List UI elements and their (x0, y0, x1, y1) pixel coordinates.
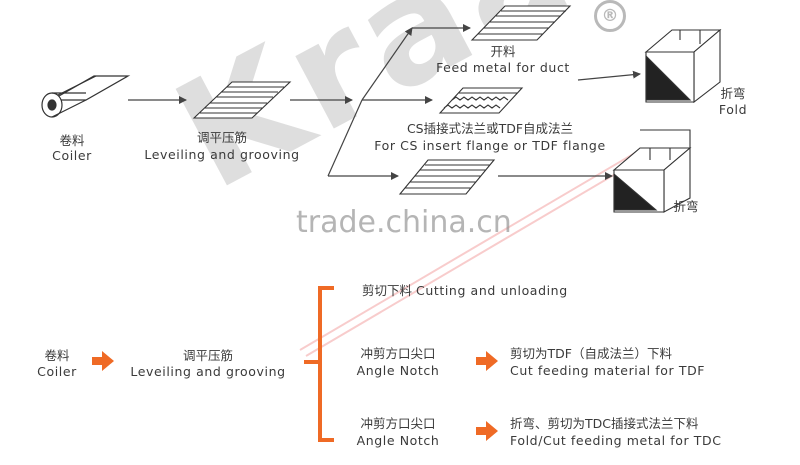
fold2-cn: 折弯 (673, 199, 699, 214)
feed-cn: 开料 (490, 44, 516, 59)
flange-en: For CS insert flange or TDF flange (374, 138, 606, 153)
top-leveling-cn: 调平压筋 (196, 130, 248, 145)
flange-cn: CS插接式法兰或TDF自成法兰 (406, 121, 574, 136)
bottom-leveling-cn: 调平压筋 (182, 348, 234, 363)
lower-sheet-icon (398, 159, 496, 195)
watermark-stripes (299, 149, 647, 357)
cutting-en: Cutting and unloading (416, 283, 568, 298)
bottom-leveling-en: Leveiling and grooving (130, 364, 286, 379)
leveling-sheet-icon (192, 81, 292, 119)
notch2-cn: 冲剪方口尖口 (360, 416, 436, 431)
bottom-coiler-cn: 卷料 (44, 348, 70, 363)
top-coiler-cn: 卷料 (59, 133, 85, 148)
feed-sheet-icon (470, 5, 572, 41)
registered-mark: ® (594, 0, 626, 32)
tdc-cn: 折弯、剪切为TDC插接式法兰下料 (510, 416, 699, 431)
feed-en: Feed metal for duct (436, 60, 570, 75)
notch1-cn: 冲剪方口尖口 (360, 346, 436, 361)
duct-box-icon (644, 28, 722, 104)
tdf-cn: 剪切为TDF（自成法兰）下料 (510, 346, 672, 361)
tdc-en: Fold/Cut feeding metal for TDC (510, 433, 722, 448)
process-bracket (304, 286, 334, 442)
fold-en: Fold (718, 102, 748, 117)
bottom-coiler-en: Coiler (37, 364, 77, 379)
site-watermark: trade.china.cn (296, 205, 512, 240)
orange-arrows (92, 351, 498, 441)
fold-cn: 折弯 (720, 86, 746, 101)
top-leveling-en: Leveiling and grooving (144, 147, 300, 162)
coil-icon (41, 75, 131, 118)
top-coiler-en: Coiler (52, 148, 92, 163)
cutting-cn: 剪切下料 (362, 283, 413, 298)
duct-box-lower-icon (612, 129, 692, 213)
flange-sheet-icon (438, 87, 524, 114)
cutting-label: 剪切下料 Cutting and unloading (362, 283, 568, 298)
notch2-en: Angle Notch (356, 433, 440, 448)
notch1-en: Angle Notch (356, 363, 440, 378)
tdf-en: Cut feeding material for TDF (510, 363, 706, 378)
